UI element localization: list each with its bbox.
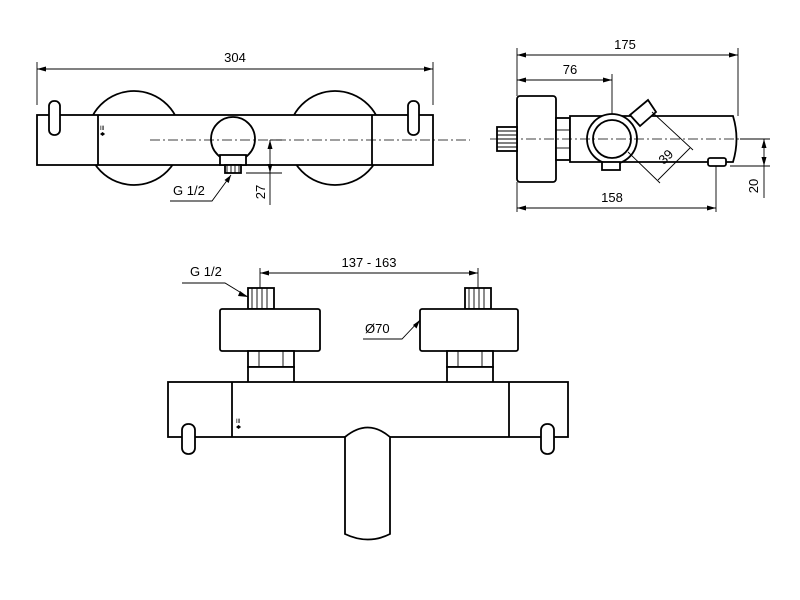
top-scale-mark: ≡♦ xyxy=(98,125,106,137)
top-thread xyxy=(224,164,242,174)
top-handle-left xyxy=(48,100,61,136)
front-flange-left xyxy=(219,308,321,352)
front-diameter-label: Ø70 xyxy=(365,321,390,336)
top-thread-label: G 1/2 xyxy=(173,183,205,198)
top-view: ≡♦ 304 27 G 1/2 xyxy=(36,50,470,205)
dim-20-label: 20 xyxy=(746,179,761,193)
dim-158-label: 158 xyxy=(601,190,623,205)
dim-76-label: 76 xyxy=(563,62,577,77)
side-view: 175 76 158 39 20 xyxy=(490,37,770,212)
dim-304-label: 304 xyxy=(224,50,246,65)
front-flange-right xyxy=(419,308,519,352)
front-handle-right xyxy=(540,423,555,455)
front-handle-left xyxy=(181,423,196,455)
dim-27-label: 27 xyxy=(253,185,268,199)
top-thread-leader xyxy=(170,174,232,202)
front-spout xyxy=(344,426,391,541)
front-diameter-leader xyxy=(363,319,421,340)
front-view: ≡♦ 137 - 163 G 1/2 Ø70 xyxy=(167,255,569,541)
dim-spacing-label: 137 - 163 xyxy=(342,255,397,270)
top-handle-right xyxy=(407,100,420,136)
dim-175-label: 175 xyxy=(614,37,636,52)
side-arm xyxy=(628,98,658,128)
front-scale-mark: ≡♦ xyxy=(234,418,242,430)
front-thread-leader xyxy=(182,282,249,298)
dim-line-39 xyxy=(657,147,691,181)
front-thread-label: G 1/2 xyxy=(190,264,222,279)
